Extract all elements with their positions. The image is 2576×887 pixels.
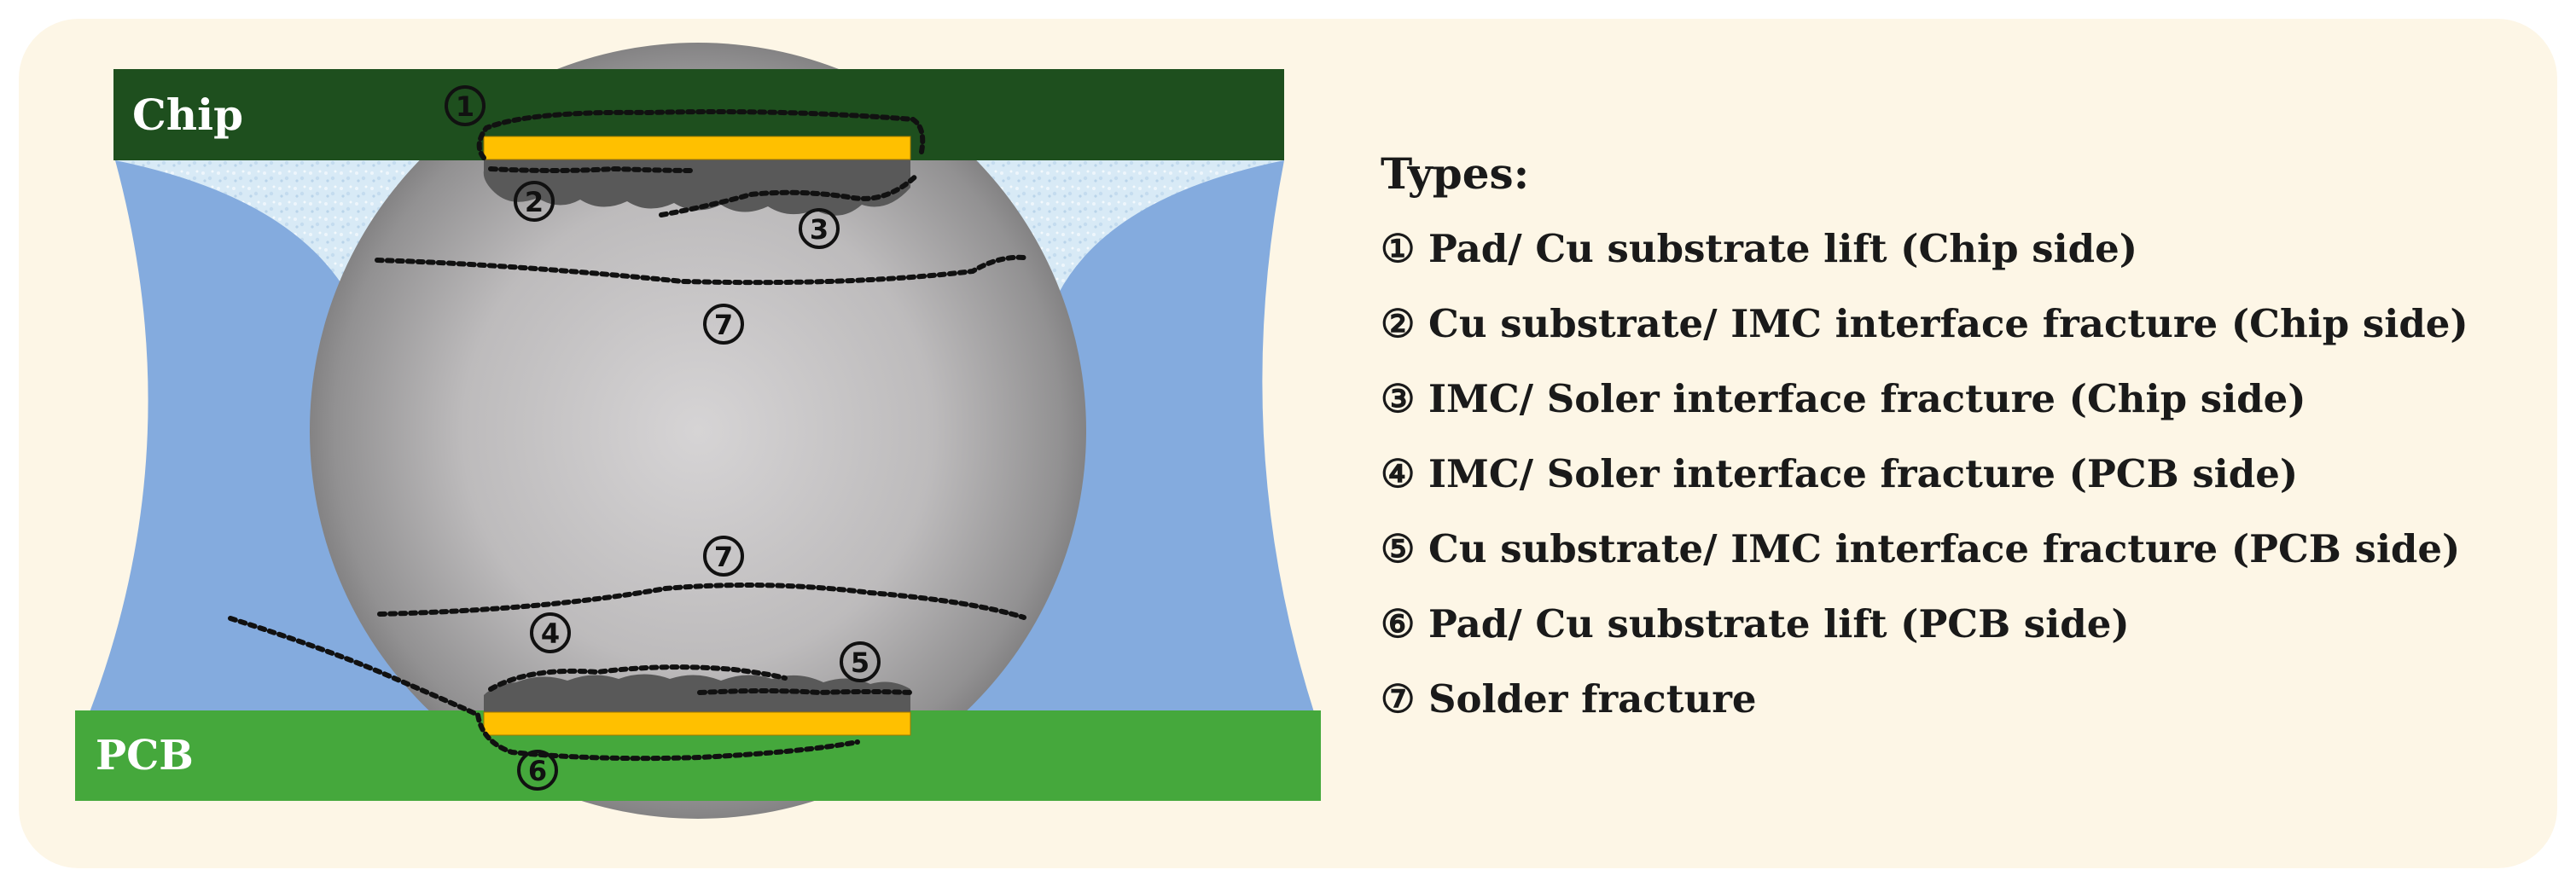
pcb-label: PCB xyxy=(96,732,194,780)
legend-item-5: ⑤ Cu substrate/ IMC interface fracture (… xyxy=(1381,526,2461,571)
legend-item-4: ④ IMC/ Soler interface fracture (PCB sid… xyxy=(1381,451,2299,496)
svg-text:5: 5 xyxy=(851,646,869,679)
imc-layer-bottom xyxy=(484,674,910,712)
marker-7-top: 7 xyxy=(703,304,744,345)
crack-path-1 xyxy=(476,109,926,160)
solder-ball xyxy=(310,43,1086,819)
svg-text:6: 6 xyxy=(528,755,547,787)
crack-path-7-bottom xyxy=(377,583,1026,620)
crack-path-4 xyxy=(488,664,788,692)
legend: Types: ① Pad/ Cu substrate lift (Chip si… xyxy=(1381,136,2558,737)
marker-4: 4 xyxy=(530,612,571,653)
marker-1: 1 xyxy=(445,85,486,126)
imc-layer-top xyxy=(483,159,910,216)
legend-item-3: ③ IMC/ Soler interface fracture (Chip si… xyxy=(1381,376,2306,421)
chip-pad xyxy=(483,136,911,160)
crack-path-5 xyxy=(697,688,914,696)
legend-item-1: ① Pad/ Cu substrate lift (Chip side) xyxy=(1381,226,2138,271)
svg-text:1: 1 xyxy=(456,90,474,123)
marker-3: 3 xyxy=(799,208,840,249)
marker-2: 2 xyxy=(514,181,555,222)
marker-6: 6 xyxy=(517,750,558,791)
marker-5: 5 xyxy=(840,641,881,682)
svg-text:2: 2 xyxy=(525,186,544,218)
pcb-pad xyxy=(483,711,911,736)
svg-text:7: 7 xyxy=(714,309,733,341)
crack-path-7-top xyxy=(375,254,1026,286)
marker-7-bottom: 7 xyxy=(703,536,744,577)
svg-text:4: 4 xyxy=(541,617,560,650)
svg-text:3: 3 xyxy=(810,213,829,246)
legend-title: Types: xyxy=(1381,148,1530,199)
legend-item-2: ② Cu substrate/ IMC interface fracture (… xyxy=(1381,301,2468,346)
crack-path-3 xyxy=(659,172,920,217)
legend-item-7: ⑦ Solder fracture xyxy=(1381,676,1757,722)
svg-text:7: 7 xyxy=(714,541,733,573)
crack-path-6 xyxy=(228,616,860,762)
chip-label: Chip xyxy=(132,90,243,140)
legend-item-6: ⑥ Pad/ Cu substrate lift (PCB side) xyxy=(1381,601,2130,646)
crack-path-2 xyxy=(488,165,694,173)
